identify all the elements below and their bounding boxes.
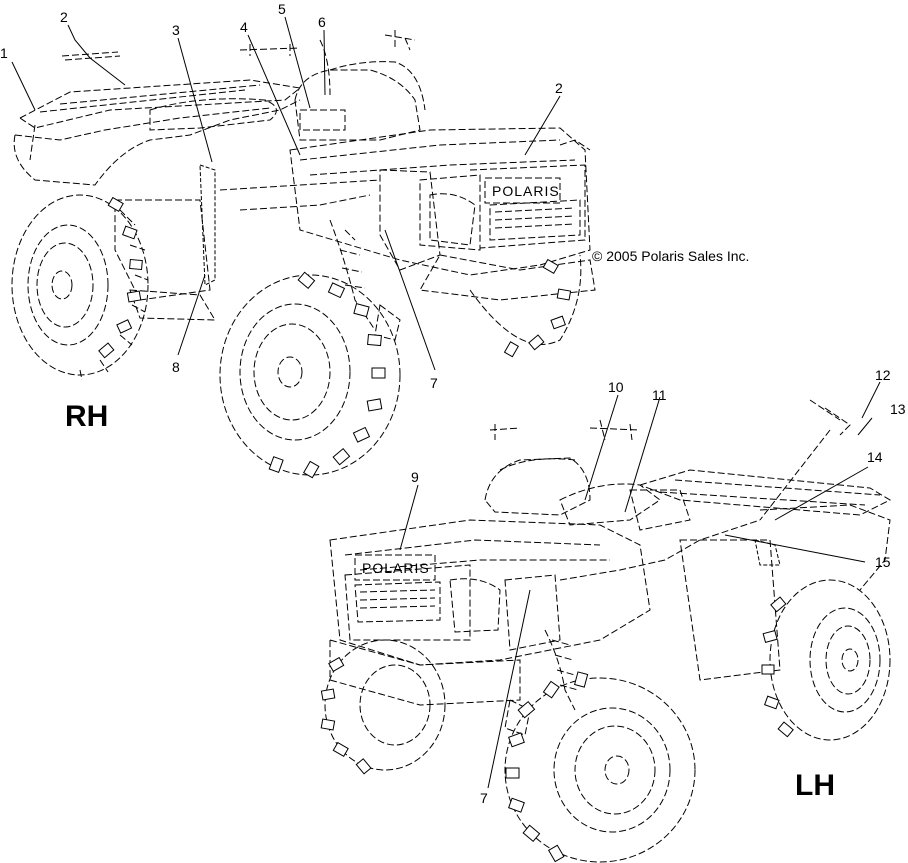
lh-decal-12	[809, 399, 851, 436]
callout-2-rack: 2	[60, 9, 68, 25]
callout-7-rh: 7	[430, 375, 438, 391]
callout-7-lh: 7	[480, 790, 488, 806]
callout-3: 3	[172, 22, 180, 38]
rh-far-front-wheel	[469, 254, 582, 358]
rh-hood-logo-text: POLARIS	[492, 183, 560, 199]
rh-side-decal-3	[199, 164, 216, 286]
callout-15: 15	[875, 554, 891, 570]
lh-hood-logo-decal	[354, 554, 436, 581]
rh-leader-lines	[11, 16, 561, 371]
callout-4: 4	[240, 19, 248, 35]
lh-side-decal-15	[754, 539, 781, 566]
callout-6: 6	[318, 14, 326, 30]
lh-view-label: LH	[795, 769, 835, 802]
callout-5: 5	[278, 1, 286, 17]
callout-13: 13	[890, 401, 906, 417]
rh-callouts: 1 2 3 4 5 6 2 7 8	[0, 1, 563, 391]
lh-rear-wheel	[761, 579, 891, 741]
lh-leader-lines	[399, 381, 881, 789]
lh-front-wheel	[504, 671, 696, 863]
lh-atv-drawing: POLARIS	[320, 399, 892, 863]
lh-far-front-wheel	[320, 639, 446, 775]
rh-rear-wheel	[11, 194, 149, 381]
callout-9: 9	[411, 469, 419, 485]
rh-front-wheel	[219, 271, 401, 479]
callout-14: 14	[867, 449, 883, 465]
callout-1: 1	[0, 45, 8, 61]
lh-callouts: 9 10 11 12 13 14 15 7	[411, 367, 906, 806]
rack-decal-outline	[61, 51, 121, 61]
copyright-notice: © 2005 Polaris Sales Inc.	[592, 248, 749, 264]
lh-console-decal-10	[559, 483, 661, 526]
callout-12: 12	[875, 367, 891, 383]
console-decal-5	[299, 109, 346, 131]
callout-2-hood: 2	[555, 80, 563, 96]
callout-8: 8	[172, 359, 180, 375]
lh-hood-logo-text: POLARIS	[362, 560, 430, 576]
rh-view-label: RH	[65, 400, 108, 433]
rh-atv-drawing: POLARIS	[11, 30, 596, 479]
callout-10: 10	[608, 379, 624, 395]
callout-11: 11	[652, 387, 667, 403]
